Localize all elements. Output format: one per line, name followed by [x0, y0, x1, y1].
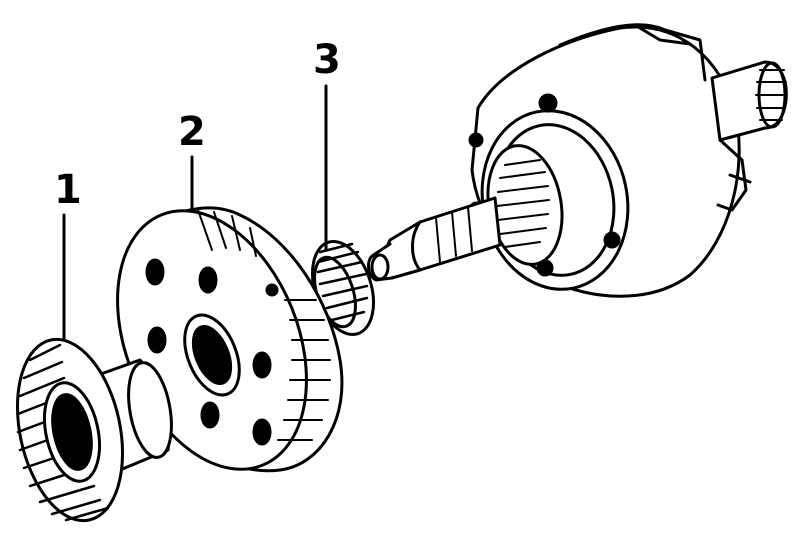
needle-bearing — [311, 240, 375, 336]
callout-label-3: 3 — [313, 37, 341, 83]
helical-gear — [15, 337, 173, 523]
callout-label-1: 1 — [54, 167, 82, 213]
clutch-housing-assembly — [367, 23, 788, 298]
callout-label-2: 2 — [178, 109, 206, 155]
